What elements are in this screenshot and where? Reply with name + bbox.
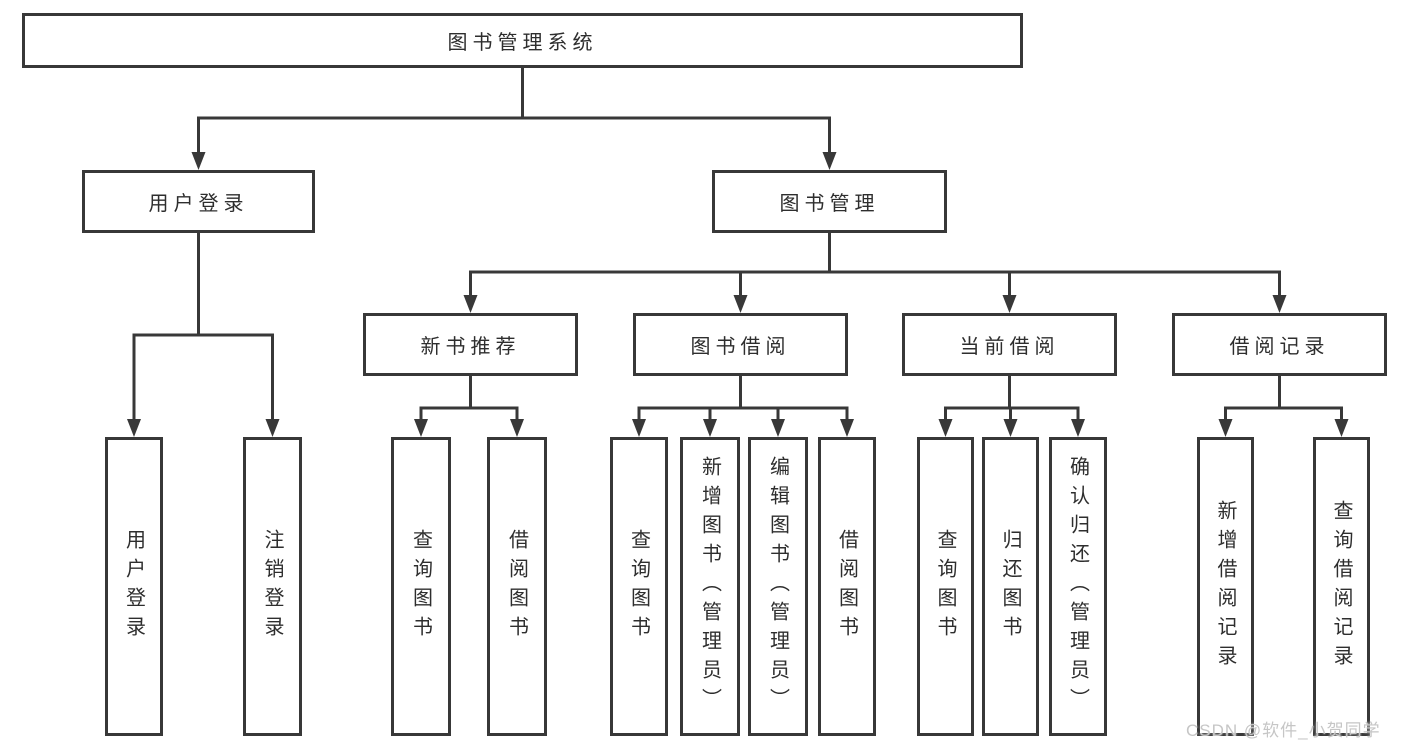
node-label: 新书推荐 xyxy=(420,336,521,358)
node-label: 图书管理系统 xyxy=(447,32,598,54)
node-root-library-management-system: 图书管理系统 xyxy=(22,13,1023,68)
leaf-borrowing-edit-books-admin: 编辑图书（管理员） xyxy=(748,437,808,736)
node-label: 借阅图书 xyxy=(505,528,528,645)
node-label: 编辑图书（管理员） xyxy=(766,456,789,717)
arrowhead-icon xyxy=(840,419,854,437)
node-label: 归还图书 xyxy=(999,528,1021,645)
node-label: 查询图书 xyxy=(934,528,956,645)
leaf-current-return-books: 归还图书 xyxy=(982,437,1039,736)
node-current-borrowing: 当前借阅 xyxy=(902,313,1117,376)
arrowhead-icon xyxy=(632,419,646,437)
leaf-user-login: 用户登录 xyxy=(105,437,163,736)
arrowhead-icon xyxy=(1002,295,1017,313)
node-new-book-recommendation: 新书推荐 xyxy=(363,313,578,376)
node-book-borrowing: 图书借阅 xyxy=(633,313,848,376)
node-label: 查询图书 xyxy=(627,528,650,645)
arrowhead-icon xyxy=(265,419,280,437)
node-label: 当前借阅 xyxy=(959,336,1060,358)
arrowhead-icon xyxy=(1334,419,1349,437)
leaf-recommend-query-books: 查询图书 xyxy=(391,437,451,736)
arrowhead-icon xyxy=(703,419,717,437)
arrowhead-icon xyxy=(822,152,837,170)
node-label: 借阅图书 xyxy=(835,528,858,645)
leaf-borrowing-borrow-books: 借阅图书 xyxy=(818,437,876,736)
leaf-current-confirm-return-admin: 确认归还（管理员） xyxy=(1049,437,1107,736)
arrowhead-icon xyxy=(127,419,141,437)
watermark: CSDN @软件_小贺同学 xyxy=(1186,721,1381,740)
arrowhead-icon xyxy=(733,295,748,313)
connector-arrow-stems xyxy=(132,116,1343,421)
node-label: 图书借阅 xyxy=(690,336,791,358)
node-label: 用户登录 xyxy=(122,528,145,645)
leaf-borrowing-add-books-admin: 新增图书（管理员） xyxy=(680,437,740,736)
node-borrowing-records: 借阅记录 xyxy=(1172,313,1387,376)
arrowhead-icon xyxy=(1272,295,1287,313)
arrowhead-icon xyxy=(938,419,953,437)
arrowhead-icon xyxy=(414,419,428,437)
node-label: 用户登录 xyxy=(148,193,249,215)
node-user-login: 用户登录 xyxy=(82,170,315,233)
node-label: 图书管理 xyxy=(779,193,880,215)
leaf-records-query-borrow-record: 查询借阅记录 xyxy=(1313,437,1370,736)
leaf-borrowing-query-books: 查询图书 xyxy=(610,437,668,736)
arrowhead-icon xyxy=(191,152,206,170)
node-label: 新增图书（管理员） xyxy=(698,456,721,717)
node-label: 新增借阅记录 xyxy=(1214,499,1236,674)
node-label: 查询借阅记录 xyxy=(1330,499,1352,674)
arrowhead-icon xyxy=(1003,419,1018,437)
node-label: 注销登录 xyxy=(261,528,283,645)
arrowhead-icon xyxy=(510,419,524,437)
arrowhead-icon xyxy=(463,295,478,313)
leaf-recommend-borrow-books: 借阅图书 xyxy=(487,437,547,736)
node-book-management: 图书管理 xyxy=(712,170,947,233)
arrowhead-icon xyxy=(1218,419,1233,437)
node-label: 查询图书 xyxy=(409,528,432,645)
leaf-logout: 注销登录 xyxy=(243,437,302,736)
leaf-current-query-books: 查询图书 xyxy=(917,437,974,736)
arrowhead-icon xyxy=(1071,419,1085,437)
node-label: 借阅记录 xyxy=(1229,336,1330,358)
arrowhead-icon xyxy=(771,419,785,437)
arrowheads xyxy=(127,152,1349,437)
leaf-records-add-borrow-record: 新增借阅记录 xyxy=(1197,437,1254,736)
node-label: 确认归还（管理员） xyxy=(1066,456,1089,717)
connector-trunks xyxy=(132,66,1343,410)
